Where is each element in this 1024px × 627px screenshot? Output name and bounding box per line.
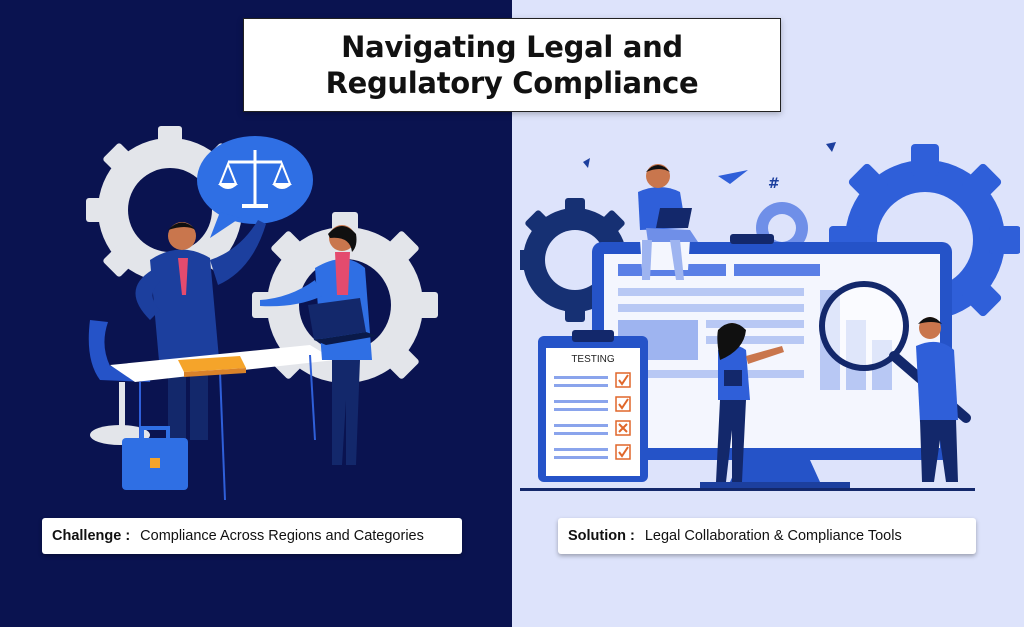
cross-icon <box>618 423 628 433</box>
clipboard-title: TESTING <box>571 354 615 365</box>
laptop-icon <box>656 208 692 228</box>
checklist-line <box>554 432 608 435</box>
checklist-line <box>554 424 608 427</box>
title-line-2: Regulatory Compliance <box>325 66 699 100</box>
paper-plane-icon <box>718 170 748 184</box>
checklist-line <box>554 400 608 403</box>
laptop-icon <box>308 298 378 345</box>
checklist-line <box>554 408 608 411</box>
checklist-line <box>554 448 608 451</box>
challenge-label: Challenge : <box>52 528 131 544</box>
title-line-1: Navigating Legal and <box>341 30 683 64</box>
checklist-line <box>554 384 608 387</box>
solution-label: Solution : <box>568 528 635 544</box>
check-icon <box>618 374 629 386</box>
check-icon <box>618 398 629 410</box>
clipboard: TESTING <box>538 330 648 482</box>
hashtag-icon: # <box>768 176 780 192</box>
challenge-text: Compliance Across Regions and Categories <box>140 528 424 544</box>
check-icon <box>618 446 629 458</box>
solution-text: Legal Collaboration & Compliance Tools <box>644 528 902 544</box>
title-banner: Navigating Legal and Regulatory Complian… <box>243 18 781 112</box>
solution-caption: Solution : Legal Collaboration & Complia… <box>558 518 976 554</box>
challenge-caption: Challenge : Compliance Across Regions an… <box>42 518 462 554</box>
checklist-line <box>554 456 608 459</box>
checklist-line <box>554 376 608 379</box>
scales-of-justice-icon <box>197 136 313 238</box>
challenge-illustration <box>86 126 438 501</box>
briefcase-icon <box>122 426 188 490</box>
solution-illustration: # <box>520 142 1020 491</box>
